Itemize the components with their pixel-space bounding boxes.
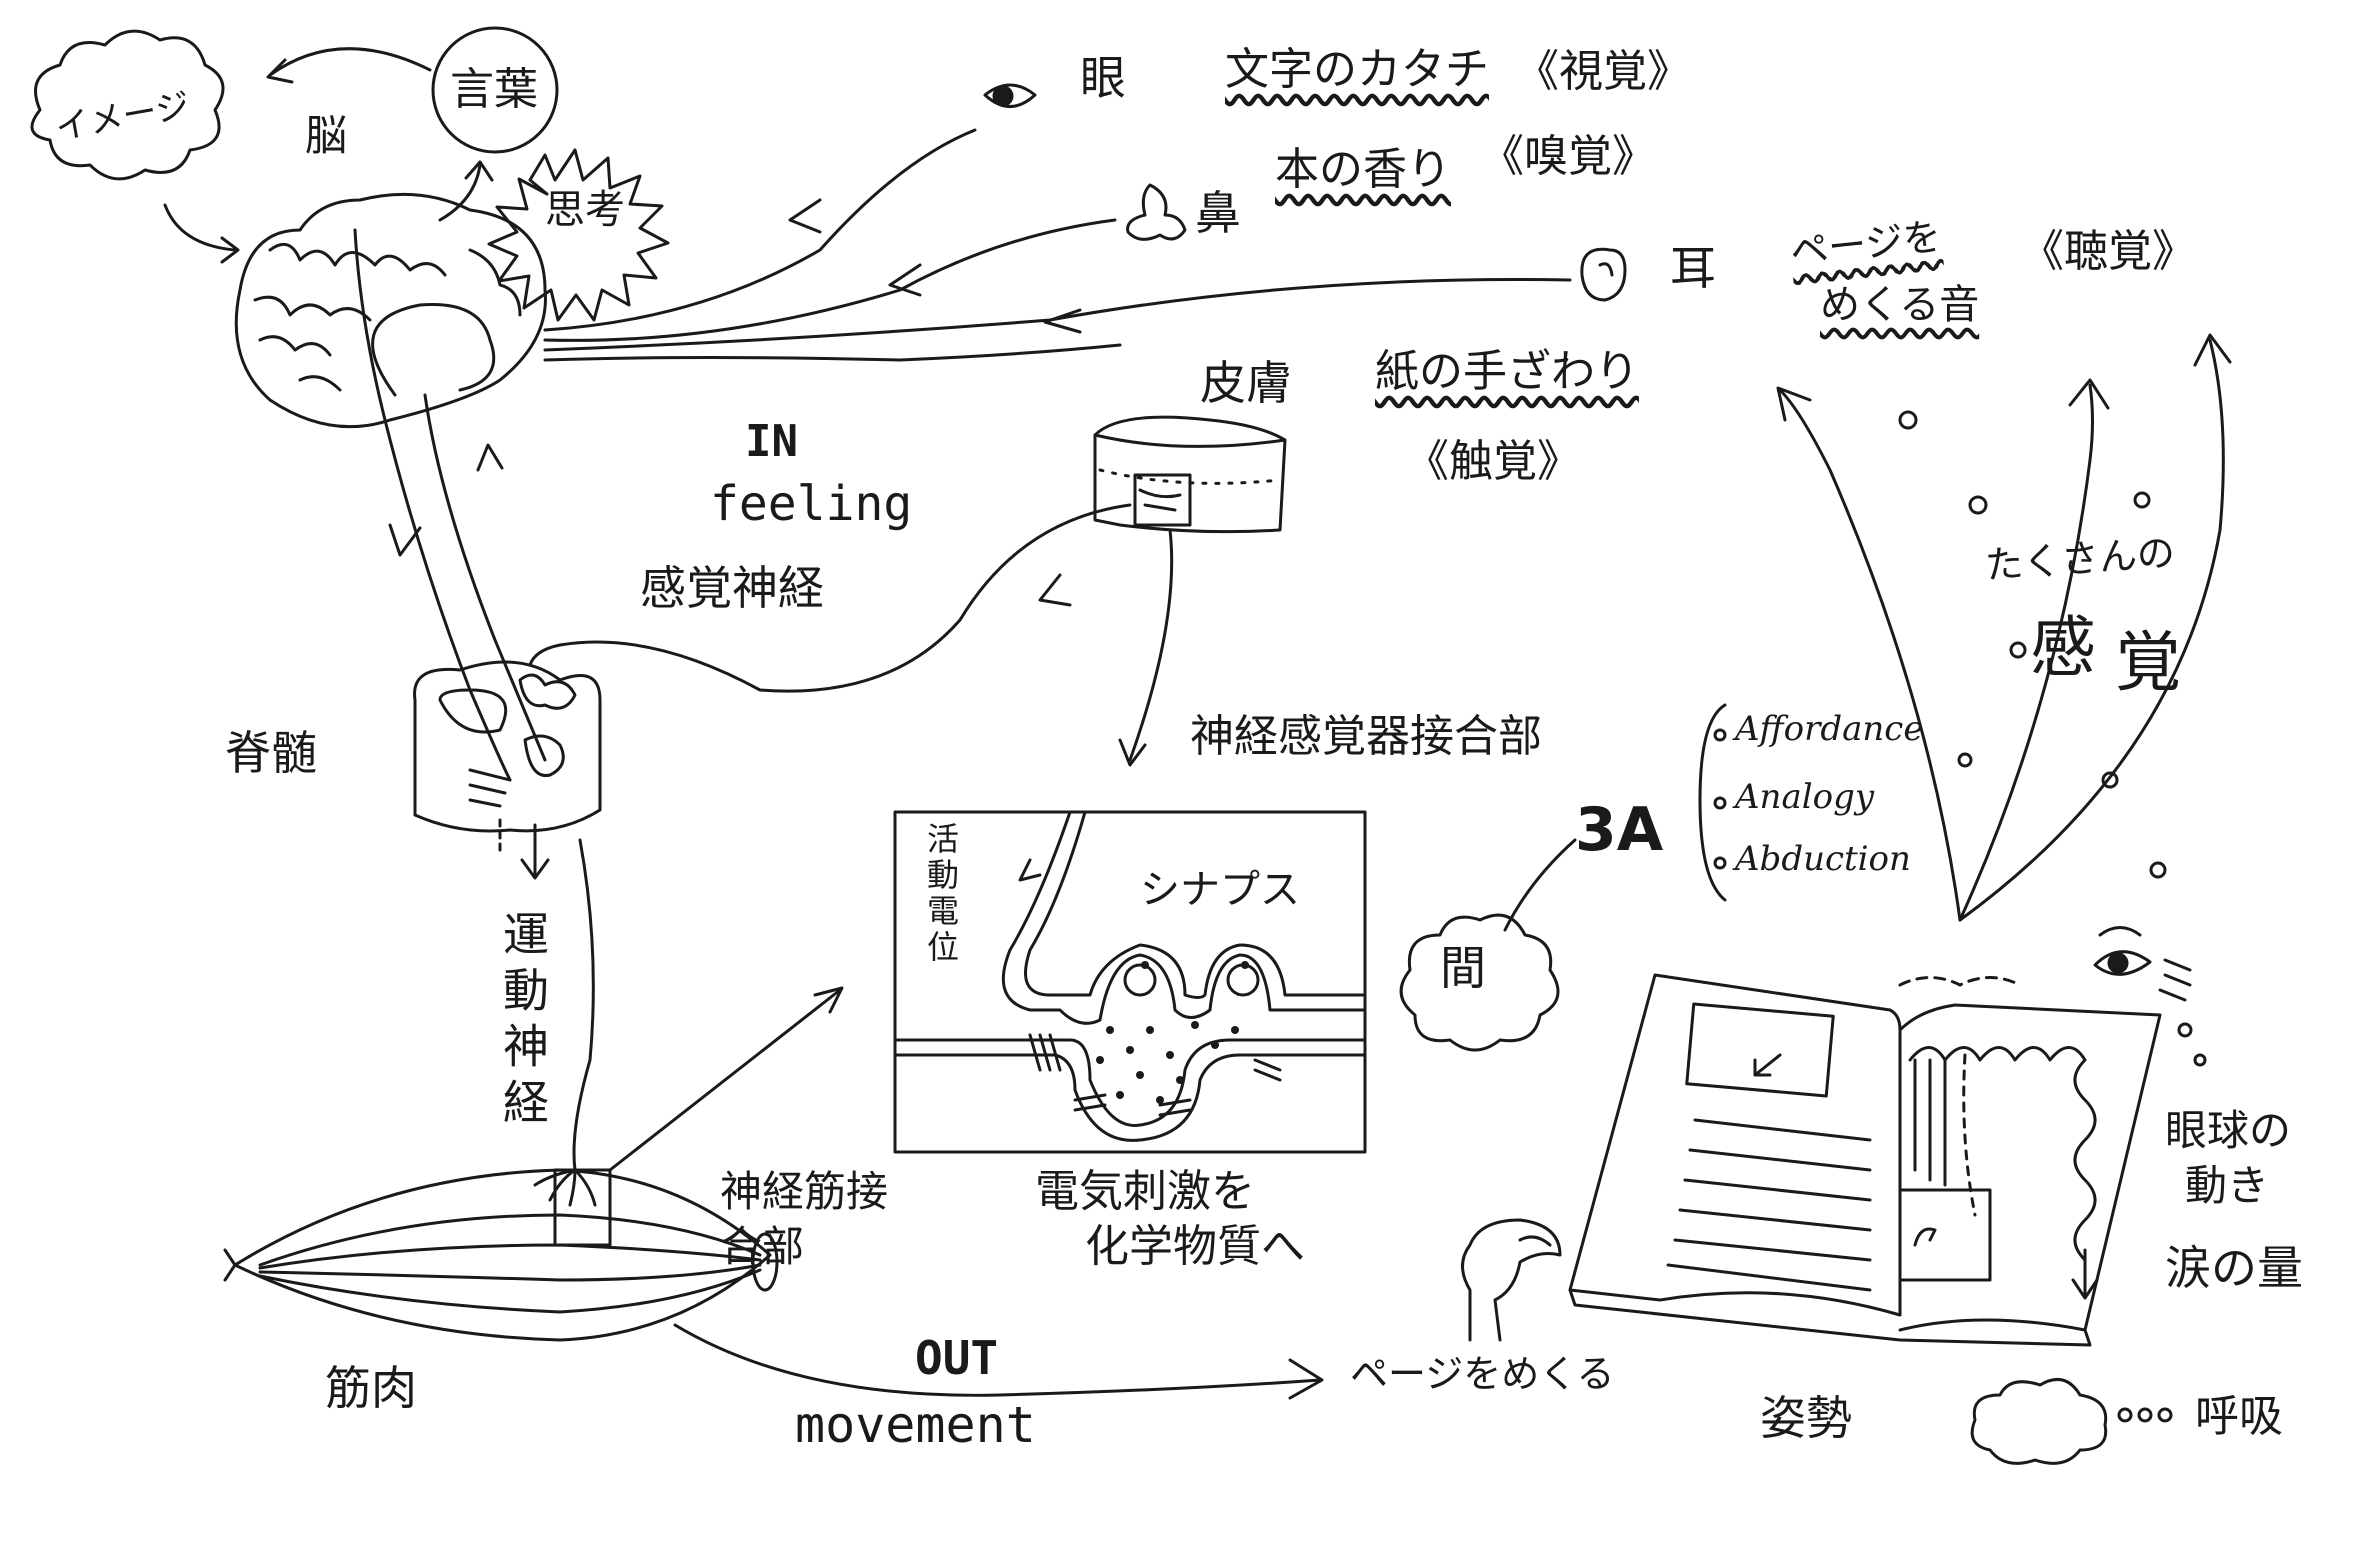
sensor-junction-label: 神経感覚器接合部 — [1190, 711, 1542, 762]
synapse-drawing — [893, 810, 1367, 1142]
three-a-item-analogy: Analogy — [1735, 777, 1875, 817]
action-potential-label: 活動電位 — [922, 822, 960, 966]
page-turn-label: ページをめくる — [1350, 1352, 1615, 1396]
eye-sense-label: 《視覚》 — [1515, 46, 1691, 97]
three-a-title: 3A — [1575, 795, 1664, 865]
gap-to-3a-line — [1503, 838, 1577, 932]
word-circle — [431, 26, 559, 154]
breath-dots — [2117, 1407, 2173, 1423]
neuromuscular-junction-label: 神経筋接合部 — [720, 1167, 889, 1271]
feeling-label: feeling — [710, 476, 913, 532]
sense-arrow-2 — [1958, 383, 2094, 922]
three-a-bracket — [1698, 703, 1727, 902]
output-arrow — [673, 1323, 1322, 1397]
tears-label: 涙の量 — [2165, 1241, 2303, 1295]
muscle-label: 筋肉 — [325, 1361, 417, 1415]
eye-detail: 文字のカタチ — [1225, 44, 1489, 95]
ear-nerve-line — [543, 278, 1572, 352]
skin-sense-label: 《触覚》 — [1405, 436, 1581, 487]
ascending-pathway — [423, 393, 547, 762]
gap-cloud — [1399, 913, 1560, 1052]
ear-icon — [1580, 247, 1627, 302]
sense-arrow-3 — [1958, 338, 2225, 922]
in-label: IN — [745, 416, 798, 467]
sense-bubbles — [1898, 410, 2167, 879]
sensory-nerve-label: 感覚神経 — [640, 561, 824, 615]
synapse-box — [893, 810, 1367, 1154]
three-a-item-affordance: Affordance — [1735, 709, 1924, 749]
breath-cloud — [1970, 1377, 2108, 1465]
eye-icon — [983, 83, 1037, 108]
thought-label: 思考 — [545, 187, 625, 233]
nose-detail: 本の香り — [1275, 144, 1451, 195]
reader-eye-icon — [2093, 926, 2207, 1067]
three-a-bullets — [1713, 728, 1727, 870]
skin-organ-label: 皮膚 — [1200, 356, 1292, 410]
gap-label: 間 — [1440, 941, 1486, 995]
image-to-brain-arrow — [163, 203, 237, 252]
muscle-drawing — [223, 1168, 779, 1342]
synapse-label: シナプス — [1140, 867, 1300, 913]
image-cloud — [30, 29, 225, 181]
eye-movement-line1: 眼球の — [2165, 1106, 2292, 1155]
brain-drawing — [234, 192, 547, 429]
sensory-nerve-line — [528, 503, 1132, 693]
ear-detail-line2: めくる音 — [1820, 282, 1980, 328]
many-senses-big1: 感 — [2030, 609, 2096, 686]
junction-pointer — [608, 988, 842, 1172]
out-label: OUT — [915, 1331, 999, 1385]
word-to-image-arrow — [268, 47, 432, 77]
nose-organ-label: 鼻 — [1195, 186, 1241, 240]
movement-label: movement — [795, 1396, 1036, 1454]
thought-burst — [487, 148, 670, 322]
motor-nerve-line — [572, 838, 595, 1172]
ear-sense-label: 《聴覚》 — [2020, 226, 2196, 277]
junction-marker — [553, 1168, 612, 1247]
nose-sense-label: 《嗅覚》 — [1480, 131, 1656, 182]
eye-organ-label: 眼 — [1080, 51, 1126, 105]
motor-nerve-label: 運動神経 — [496, 910, 550, 1134]
brain-to-word-arrow — [438, 163, 482, 222]
brain-label: 脳 — [305, 111, 348, 160]
posture-label: 姿勢 — [1760, 1391, 1852, 1445]
descending-pathway — [353, 228, 512, 782]
hand-icon — [1461, 1218, 1562, 1342]
ear-organ-label: 耳 — [1670, 241, 1716, 295]
skin-nerve-line — [543, 343, 1122, 362]
synapse-caption-line1: 電気刺激を — [1035, 1166, 1255, 1217]
spinal-cord-drawing — [413, 660, 602, 852]
eye-movement-line2: 動き — [2185, 1161, 2270, 1210]
eye-nerve-line — [543, 128, 977, 332]
breathing-label: 呼吸 — [2195, 1391, 2283, 1442]
nose-nerve-line — [543, 218, 1117, 342]
three-a-item-abduction: Abduction — [1735, 839, 1911, 879]
sense-arrow-1 — [1778, 388, 1962, 922]
skin-block-drawing — [1093, 415, 1287, 534]
nose-icon — [1126, 183, 1187, 241]
skin-detail: 紙の手ざわり — [1375, 346, 1639, 397]
synapse-caption-line2: 化学物質へ — [1085, 1221, 1305, 1272]
word-label: 言葉 — [450, 64, 538, 115]
open-book-drawing — [1568, 973, 2162, 1347]
skin-junction-arrow — [1128, 528, 1174, 762]
many-senses-big2: 覚 — [2115, 624, 2181, 701]
spinal-cord-label: 脊髄 — [225, 726, 317, 780]
